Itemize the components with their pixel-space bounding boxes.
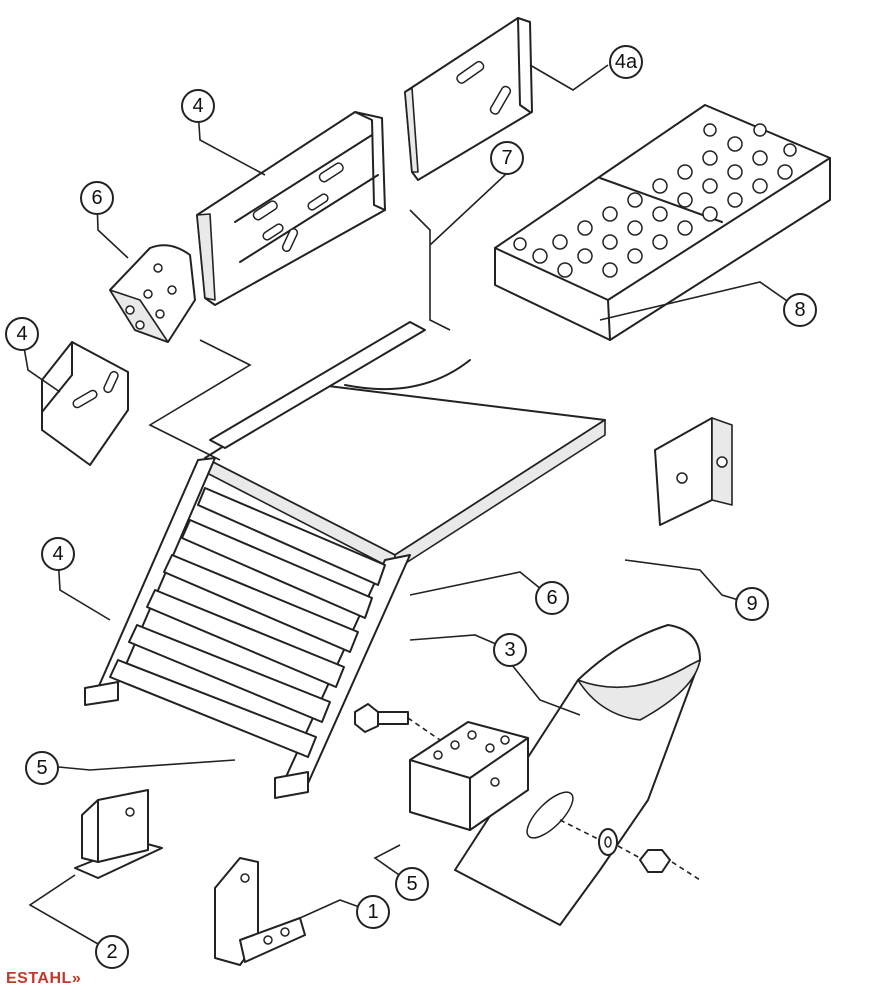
callout-4-left-label: 4 [16,323,27,345]
washer [598,828,618,856]
part-8-grating-step [494,104,831,341]
callout-2-label: 2 [106,941,117,963]
callouts: 1 2 3 4 4 4 4a 5 5 6 6 7 8 9 [5,45,817,969]
callout-6-stair: 6 [535,581,569,615]
callout-4-left: 4 [5,317,39,351]
part-5-block [409,721,529,831]
part-6-connector-plate [109,244,196,343]
callout-5-stair-label: 5 [36,757,47,779]
brand-logo-mark: » [71,970,82,987]
callout-4-stair: 4 [41,537,75,571]
callout-8-label: 8 [794,299,805,321]
callout-7: 7 [490,141,524,175]
callout-1-label: 1 [367,901,378,923]
part-3-post-sleeve [454,624,701,926]
callout-2: 2 [95,935,129,969]
callout-8: 8 [783,293,817,327]
callout-3: 3 [493,633,527,667]
grating-holes [513,123,797,278]
callout-5-block: 5 [395,867,429,901]
callout-9: 9 [735,587,769,621]
part-2-post-base [74,789,163,879]
callout-4-top: 4 [181,89,215,123]
callout-1: 1 [356,895,390,929]
callout-6-top-label: 6 [91,187,102,209]
callout-5-block-label: 5 [406,873,417,895]
part-4-small-bracket [41,341,129,466]
callout-4a-label: 4a [615,51,638,73]
callout-9-label: 9 [746,593,757,615]
callout-6-top: 6 [80,181,114,215]
brand-logo-text: ESTAHL [6,970,72,987]
callout-4a: 4a [609,45,643,79]
part-9-angle-bracket [654,417,733,526]
brand-logo: ESTAHL» [6,970,81,988]
main-stair-assembly [84,321,606,799]
callout-5-stair: 5 [25,751,59,785]
callout-6-stair-label: 6 [546,587,557,609]
callout-3-label: 3 [504,639,515,661]
bolt [354,703,409,733]
nut [639,849,671,873]
callout-4-top-label: 4 [192,95,203,117]
part-4-stringer-profile [196,111,386,306]
callout-7-label: 7 [501,147,512,169]
callout-4-stair-label: 4 [52,543,63,565]
part-4a-bracket [404,17,533,181]
part-1-wall-bracket [214,857,306,966]
